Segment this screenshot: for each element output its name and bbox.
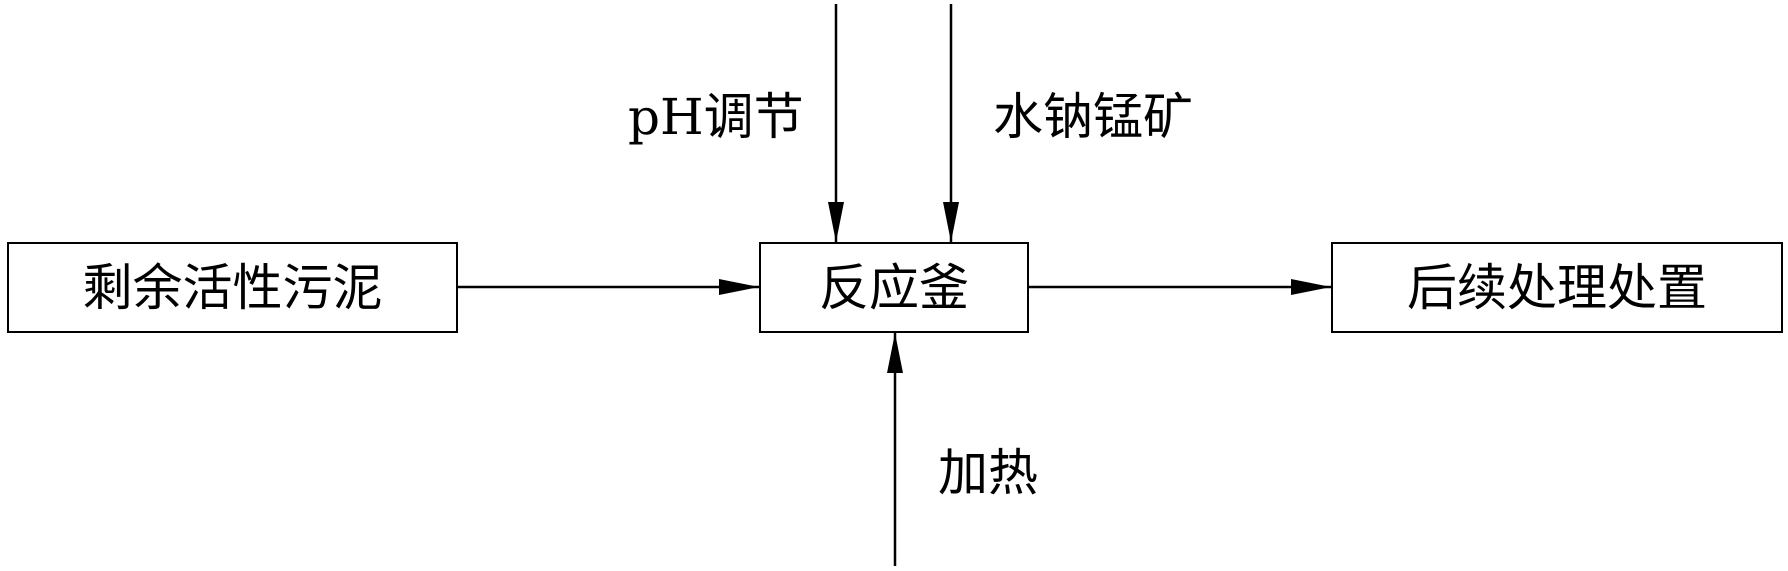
input-label-birnessite: 水钠锰矿 (993, 88, 1193, 146)
node-subsequent-treatment-label: 后续处理处置 (1407, 258, 1707, 317)
node-reactor: 反应釜 (759, 242, 1029, 333)
node-reactor-label: 反应釜 (819, 258, 969, 317)
node-excess-activated-sludge: 剩余活性污泥 (7, 242, 458, 333)
node-excess-activated-sludge-label: 剩余活性污泥 (82, 258, 383, 317)
input-label-ph-adjustment: pH调节 (628, 88, 804, 146)
input-label-heating: 加热 (938, 444, 1038, 502)
node-subsequent-treatment: 后续处理处置 (1331, 242, 1783, 333)
